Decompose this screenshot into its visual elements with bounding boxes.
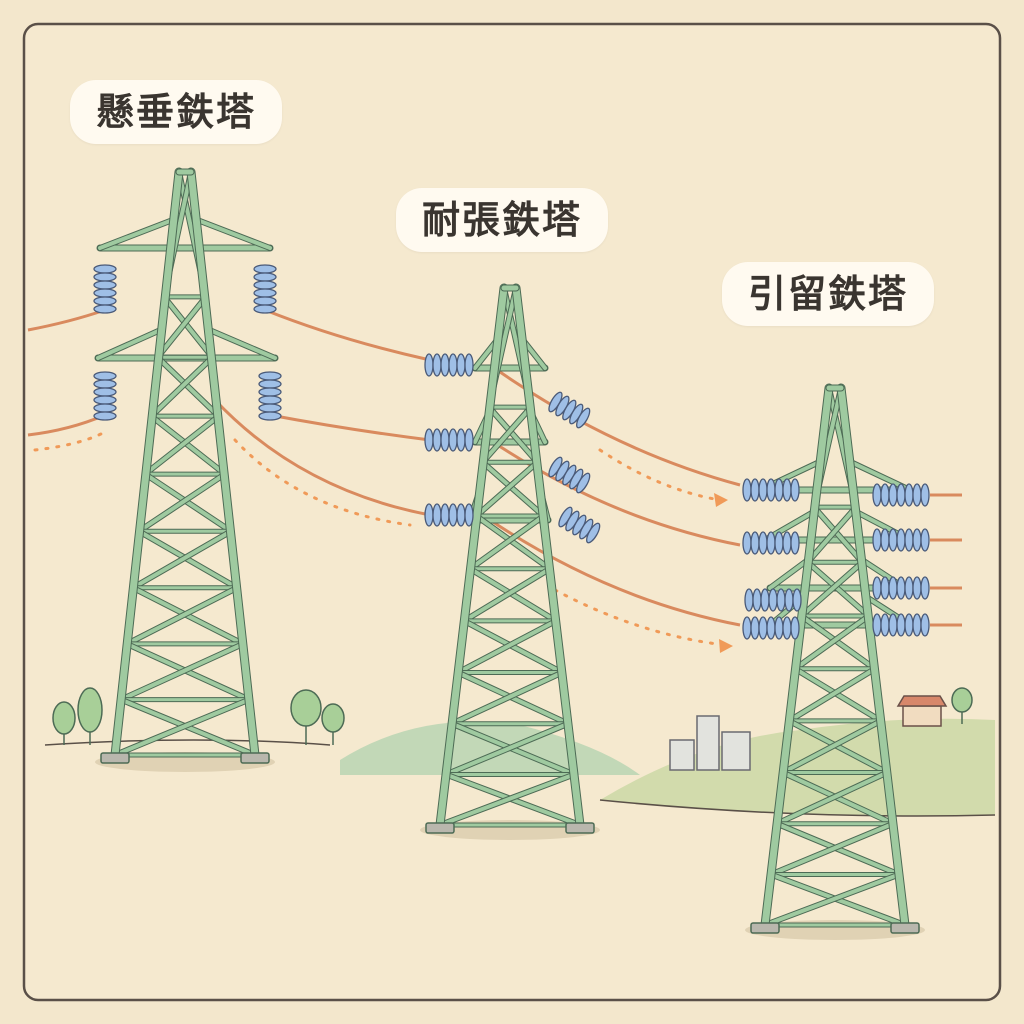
- insulator-icon: [742, 478, 800, 502]
- house-icon: [896, 695, 948, 727]
- insulator-icon: [744, 588, 802, 612]
- footing: [565, 822, 595, 834]
- insulator-icon: [93, 371, 117, 421]
- insulator-icon: [872, 528, 930, 552]
- insulator-icon: [872, 613, 930, 637]
- footing: [750, 922, 780, 934]
- label-dead-end-tower: 引留鉄塔: [722, 262, 935, 326]
- buildings-icon: [669, 715, 751, 771]
- footing: [425, 822, 455, 834]
- footing: [100, 752, 130, 764]
- insulator-icon: [742, 616, 800, 640]
- insulator-icon: [548, 456, 591, 494]
- dead-end-tower: [750, 383, 920, 934]
- tension-tower: [425, 283, 595, 834]
- trees-icon: [52, 687, 973, 745]
- dotted-arrows: [33, 430, 727, 647]
- power-lines: [27, 308, 962, 627]
- arrow: [598, 448, 722, 502]
- insulator-icon: [872, 576, 930, 600]
- insulator-icon: [253, 264, 277, 314]
- footing: [890, 922, 920, 934]
- suspension-tower: [94, 167, 279, 764]
- label-suspension-tower: 懸垂鉄塔: [70, 80, 283, 144]
- insulator-icon: [93, 264, 117, 314]
- insulator-icon: [872, 483, 930, 507]
- insulator-icon: [424, 353, 474, 377]
- arrowhead-icon: [714, 493, 728, 507]
- arrowhead-icon: [719, 639, 733, 653]
- label-tension-tower: 耐張鉄塔: [396, 188, 609, 252]
- insulator-icon: [548, 391, 591, 429]
- insulator-icon: [258, 371, 282, 421]
- insulator-icon: [424, 428, 474, 452]
- footing: [240, 752, 270, 764]
- insulator-icon: [558, 506, 601, 544]
- insulator-icon: [742, 531, 800, 555]
- insulator-icon: [424, 503, 474, 527]
- arrow: [553, 588, 727, 647]
